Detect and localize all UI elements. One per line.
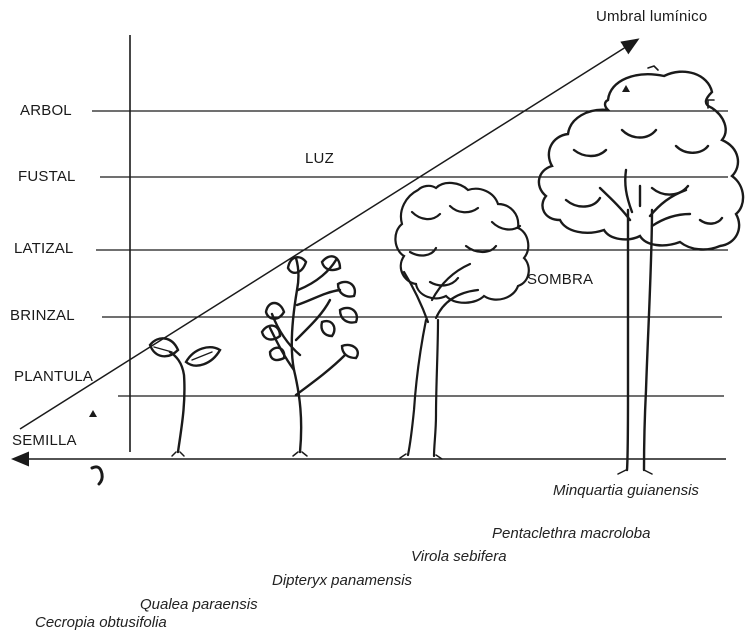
light-threshold-label: Umbral lumínico [596, 8, 707, 25]
species-label-minquartia: Minquartia guianensis [553, 482, 699, 499]
light-label: LUZ [305, 150, 334, 167]
species-label-dipteryx: Dipteryx panamensis [272, 572, 412, 589]
seedling-plant [150, 338, 220, 456]
species-label-pentaclethra: Pentaclethra macroloba [492, 525, 650, 542]
stage-label-semilla: SEMILLA [12, 432, 77, 449]
species-label-cecropia: Cecropia obtusifolia [35, 614, 167, 631]
small-triangle-mark-2 [622, 85, 630, 92]
species-label-qualea: Qualea paraensis [140, 596, 258, 613]
stage-label-latizal: LATIZAL [14, 240, 73, 257]
small-triangle-mark [89, 410, 97, 417]
stage-label-brinzal: BRINZAL [10, 307, 75, 324]
pole-tree [395, 183, 528, 459]
species-label-virola: Virola sebifera [411, 548, 507, 565]
stage-label-arbol: ARBOL [20, 102, 72, 119]
stage-label-fustal: FUSTAL [18, 168, 76, 185]
large-tree [539, 66, 743, 474]
stage-label-plantula: PLANTULA [14, 368, 93, 385]
seed-mark [92, 467, 102, 484]
shade-label: SOMBRA [527, 271, 593, 288]
sapling-plant [262, 256, 358, 456]
